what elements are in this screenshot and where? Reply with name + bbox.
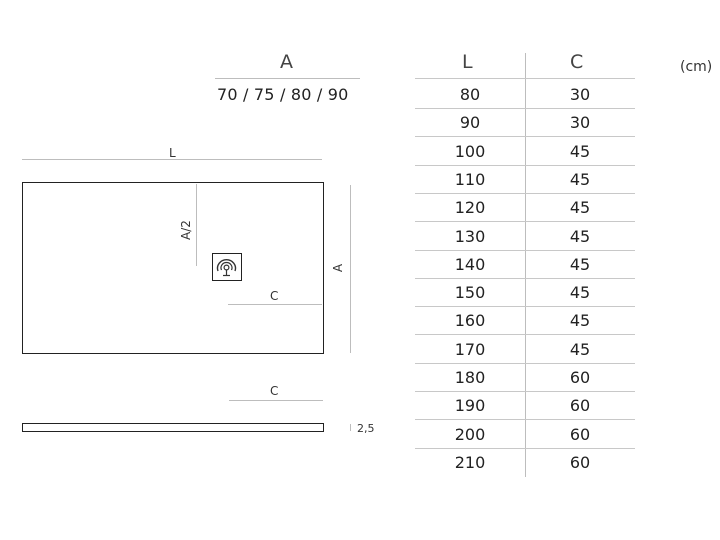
table-cell-offset: 30 bbox=[569, 85, 591, 104]
table-cell-length: 170 bbox=[454, 340, 486, 359]
table-row-rule bbox=[415, 136, 635, 137]
half-width-label: A/2 bbox=[178, 220, 193, 240]
table-row-rule bbox=[415, 363, 635, 364]
width-label: A bbox=[331, 263, 346, 273]
drain-offset-label: C bbox=[270, 289, 279, 303]
table-row-rule bbox=[415, 250, 635, 251]
table-cell-length: 190 bbox=[454, 396, 486, 415]
table-cell-offset: 45 bbox=[569, 170, 591, 189]
drain-offset-line-side bbox=[229, 400, 323, 401]
table-cell-length: 120 bbox=[454, 198, 486, 217]
table-cell-offset: 45 bbox=[569, 142, 591, 161]
drain-symbol bbox=[216, 259, 237, 277]
table-header-length: L bbox=[462, 51, 473, 73]
table-cell-length: 210 bbox=[454, 453, 486, 472]
width-header-letter: A bbox=[280, 51, 293, 73]
table-cell-length: 80 bbox=[459, 85, 481, 104]
drain-offset-label-side: C bbox=[270, 384, 279, 398]
table-cell-offset: 60 bbox=[569, 453, 591, 472]
table-cell-offset: 45 bbox=[569, 283, 591, 302]
table-row-rule bbox=[415, 165, 635, 166]
table-cell-length: 140 bbox=[454, 255, 486, 274]
table-cell-offset: 30 bbox=[569, 113, 591, 132]
table-row-rule bbox=[415, 193, 635, 194]
width-dimension-line bbox=[350, 185, 351, 353]
drain-icon bbox=[212, 253, 242, 281]
table-row-rule bbox=[415, 221, 635, 222]
table-cell-offset: 45 bbox=[569, 311, 591, 330]
table-cell-length: 110 bbox=[454, 170, 486, 189]
table-header-offset: C bbox=[570, 51, 584, 73]
table-cell-length: 90 bbox=[459, 113, 481, 132]
table-cell-length: 200 bbox=[454, 425, 486, 444]
width-header-rule bbox=[215, 78, 360, 79]
table-cell-offset: 60 bbox=[569, 396, 591, 415]
table-cell-offset: 45 bbox=[569, 227, 591, 246]
drain-offset-line bbox=[228, 304, 322, 305]
shower-tray-side-profile bbox=[22, 423, 324, 432]
table-header-rule bbox=[415, 78, 635, 79]
table-cell-length: 160 bbox=[454, 311, 486, 330]
thickness-dimension-tick bbox=[350, 424, 351, 431]
table-cell-length: 130 bbox=[454, 227, 486, 246]
table-row-rule bbox=[415, 306, 635, 307]
table-column-divider bbox=[525, 53, 526, 477]
table-cell-offset: 45 bbox=[569, 255, 591, 274]
table-row-rule bbox=[415, 334, 635, 335]
table-row-rule bbox=[415, 419, 635, 420]
table-cell-length: 150 bbox=[454, 283, 486, 302]
table-row-rule bbox=[415, 108, 635, 109]
unit-label: (cm) bbox=[680, 59, 713, 75]
table-row-rule bbox=[415, 278, 635, 279]
table-cell-length: 100 bbox=[454, 142, 486, 161]
table-cell-offset: 60 bbox=[569, 368, 591, 387]
width-values: 70 / 75 / 80 / 90 bbox=[217, 85, 349, 104]
table-row-rule bbox=[415, 391, 635, 392]
table-cell-offset: 45 bbox=[569, 198, 591, 217]
table-row-rule bbox=[415, 448, 635, 449]
half-width-dimension-line bbox=[196, 184, 197, 266]
table-cell-length: 180 bbox=[454, 368, 486, 387]
table-cell-offset: 45 bbox=[569, 340, 591, 359]
thickness-label: 2,5 bbox=[357, 422, 375, 435]
length-label: L bbox=[169, 146, 176, 160]
table-cell-offset: 60 bbox=[569, 425, 591, 444]
length-dimension-line bbox=[22, 159, 322, 160]
shower-tray-top-view bbox=[22, 182, 324, 354]
